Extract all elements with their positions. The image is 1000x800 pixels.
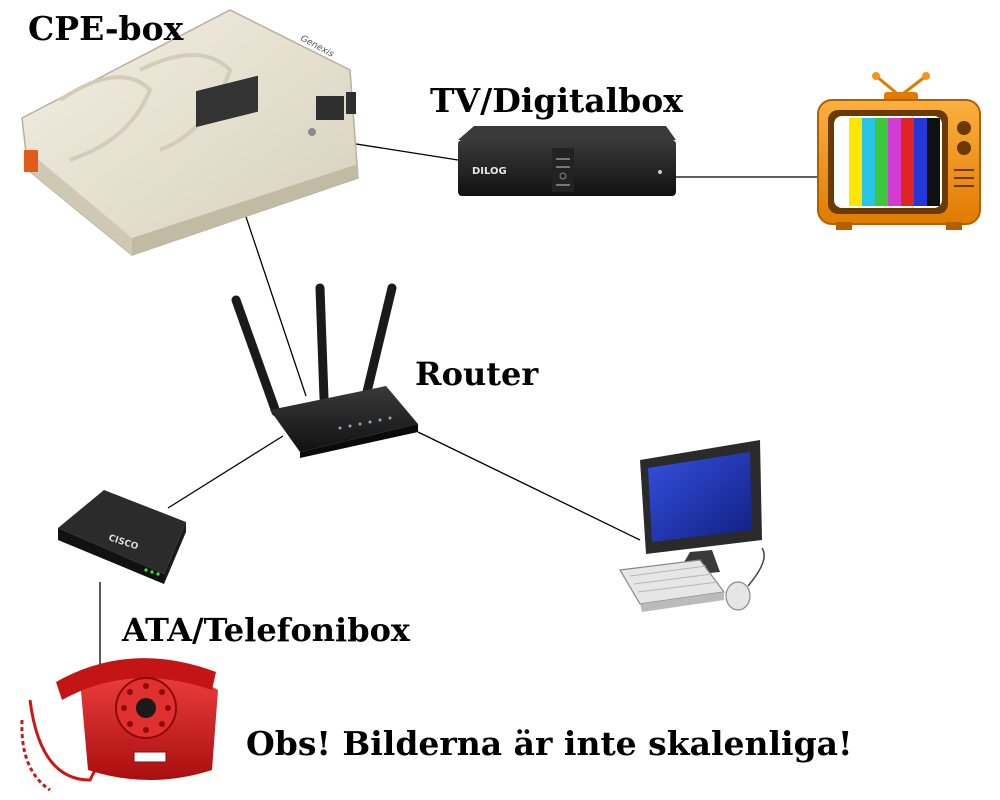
ata-device: CISCO xyxy=(58,490,186,584)
tv-box-brand-text: DILOG xyxy=(472,166,507,177)
router-label: Router xyxy=(415,355,539,393)
cable-cpe-router xyxy=(236,189,307,397)
cable-router-computer xyxy=(417,431,641,541)
router-device xyxy=(231,283,418,458)
telephone-device xyxy=(20,658,218,792)
computer-device xyxy=(619,440,765,612)
cables xyxy=(99,137,822,668)
tv-digitalbox-label: TV/Digitalbox xyxy=(430,81,683,120)
tv-color-bars xyxy=(836,118,940,206)
tv-digital-box-device: DILOG xyxy=(458,126,676,196)
tv-device xyxy=(817,72,981,230)
ata-telefonibox-label: ATA/Telefonibox xyxy=(122,611,410,649)
cpe-box-label: CPE-box xyxy=(28,9,184,48)
cable-router-ata xyxy=(167,435,284,509)
scale-note: Obs! Bilderna är inte skalenliga! xyxy=(246,724,853,763)
